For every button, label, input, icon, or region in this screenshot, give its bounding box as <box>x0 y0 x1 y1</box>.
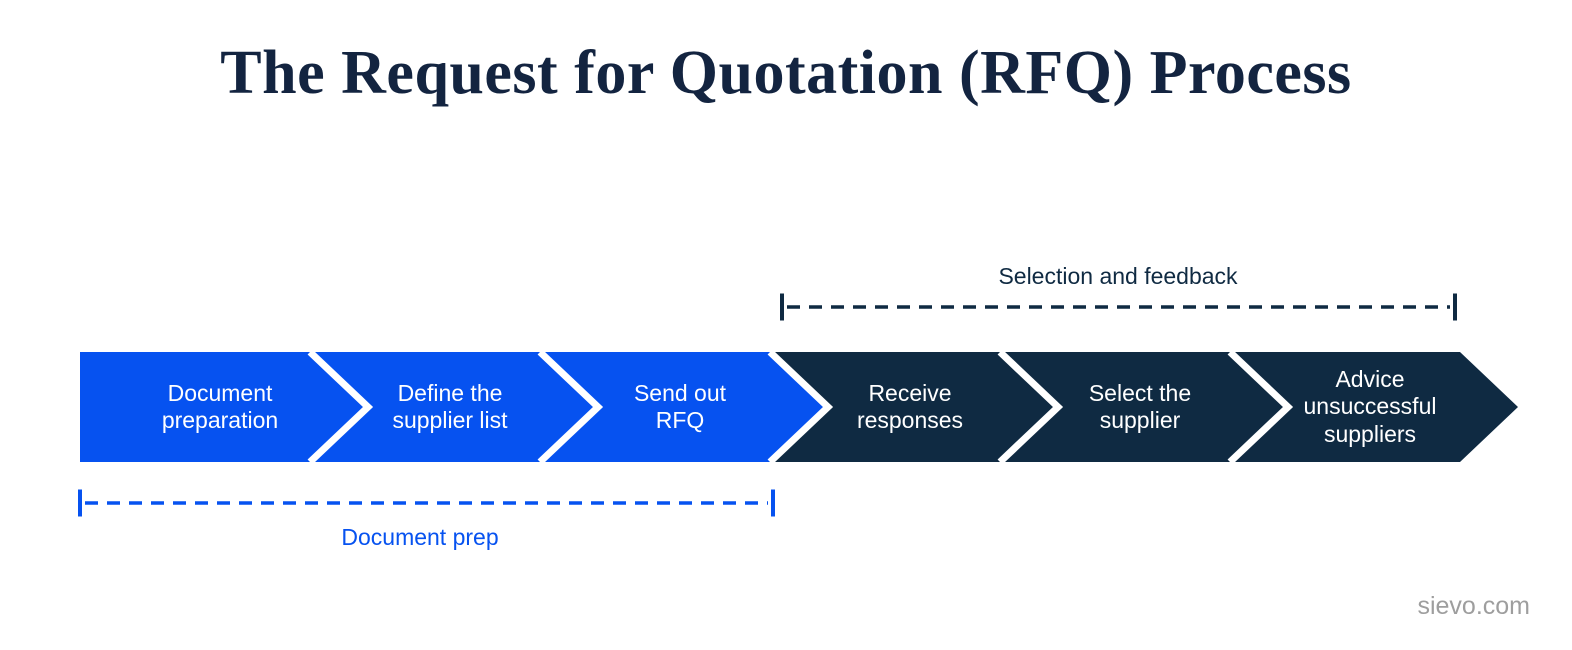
page-title: The Request for Quotation (RFQ) Process <box>220 39 1352 107</box>
chevron-separator-icon <box>307 349 374 465</box>
bracket-label-selection-and-feedback: Selection and feedback <box>998 263 1238 289</box>
watermark-sievo: sievo.com <box>1417 592 1530 620</box>
chevron-step-6 <box>1230 352 1518 462</box>
chevron-step-1 <box>80 352 368 462</box>
chevron-step-5 <box>1000 352 1288 462</box>
chevron-step-2 <box>310 352 598 462</box>
chevron-separator-icon <box>537 349 604 465</box>
chevron-step-3 <box>540 352 828 462</box>
chevron-step-4 <box>770 352 1058 462</box>
chevron-separator-icon <box>997 349 1064 465</box>
chevron-separator-icon <box>767 349 834 465</box>
bracket-document-prep <box>78 489 775 517</box>
bracket-selection-and-feedback <box>780 293 1457 321</box>
bracket-label-document-prep: Document prep <box>341 524 499 550</box>
chevron-separator-icon <box>1227 349 1294 465</box>
